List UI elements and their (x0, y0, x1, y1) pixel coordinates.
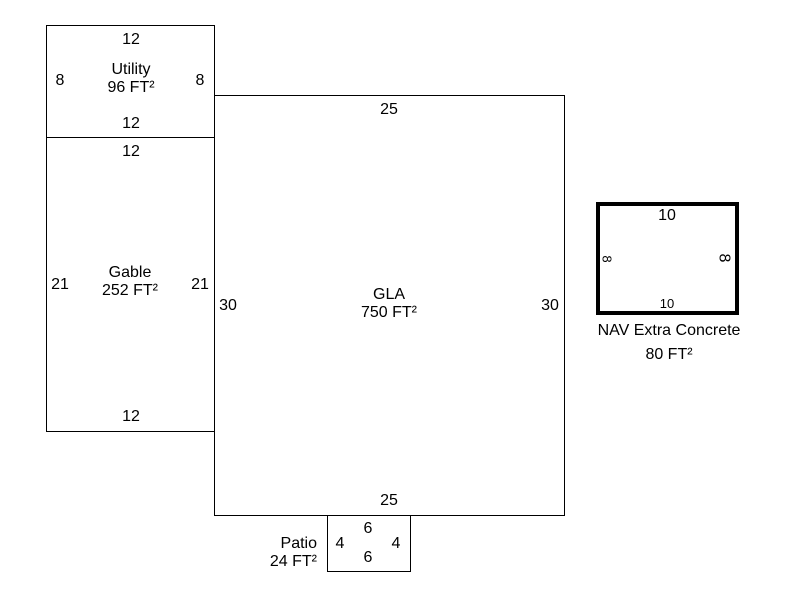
gla-bottom-dimension: 25 (380, 492, 398, 509)
utility-label: Utility 96 FT² (107, 61, 154, 97)
gla-name: GLA (372, 286, 406, 303)
utility-right-dimension: 8 (195, 72, 205, 89)
patio-bottom-dimension: 6 (363, 549, 373, 566)
patio-left-dimension: 4 (335, 535, 345, 552)
gable-label: Gable 252 FT² (102, 264, 158, 300)
utility-name: Utility (111, 61, 151, 78)
nav-extra-concrete-room[interactable] (596, 202, 739, 315)
nav-left-dimension: 8 (599, 255, 615, 263)
gable-top-dimension: 12 (122, 143, 140, 160)
nav-top-dimension: 10 (658, 207, 676, 224)
gla-label: GLA 750 FT² (361, 286, 417, 322)
gable-name: Gable (108, 264, 152, 281)
patio-room[interactable] (327, 515, 411, 572)
patio-top-dimension: 6 (363, 520, 373, 537)
gla-left-dimension: 30 (219, 297, 237, 314)
gable-bottom-dimension: 12 (122, 408, 140, 425)
utility-top-dimension: 12 (122, 31, 140, 48)
gable-left-dimension: 21 (51, 276, 69, 293)
nav-right-dimension: 8 (715, 253, 733, 263)
gable-area: 252 FT² (101, 282, 159, 299)
gla-area: 750 FT² (360, 304, 418, 321)
nav-area: 80 FT² (645, 346, 693, 363)
nav-bottom-dimension: 10 (659, 296, 675, 311)
utility-area: 96 FT² (107, 79, 155, 96)
patio-right-dimension: 4 (391, 535, 401, 552)
utility-left-dimension: 8 (55, 72, 65, 89)
nav-label: NAV Extra Concrete 80 FT² (598, 322, 741, 364)
patio-name: Patio (280, 535, 317, 552)
gla-top-dimension: 25 (380, 101, 398, 118)
gla-right-dimension: 30 (541, 297, 559, 314)
utility-bottom-dimension: 12 (122, 115, 140, 132)
patio-label: Patio 24 FT² (270, 535, 317, 571)
gable-right-dimension: 21 (191, 276, 209, 293)
patio-area: 24 FT² (269, 553, 317, 570)
nav-name: NAV Extra Concrete (597, 322, 741, 339)
